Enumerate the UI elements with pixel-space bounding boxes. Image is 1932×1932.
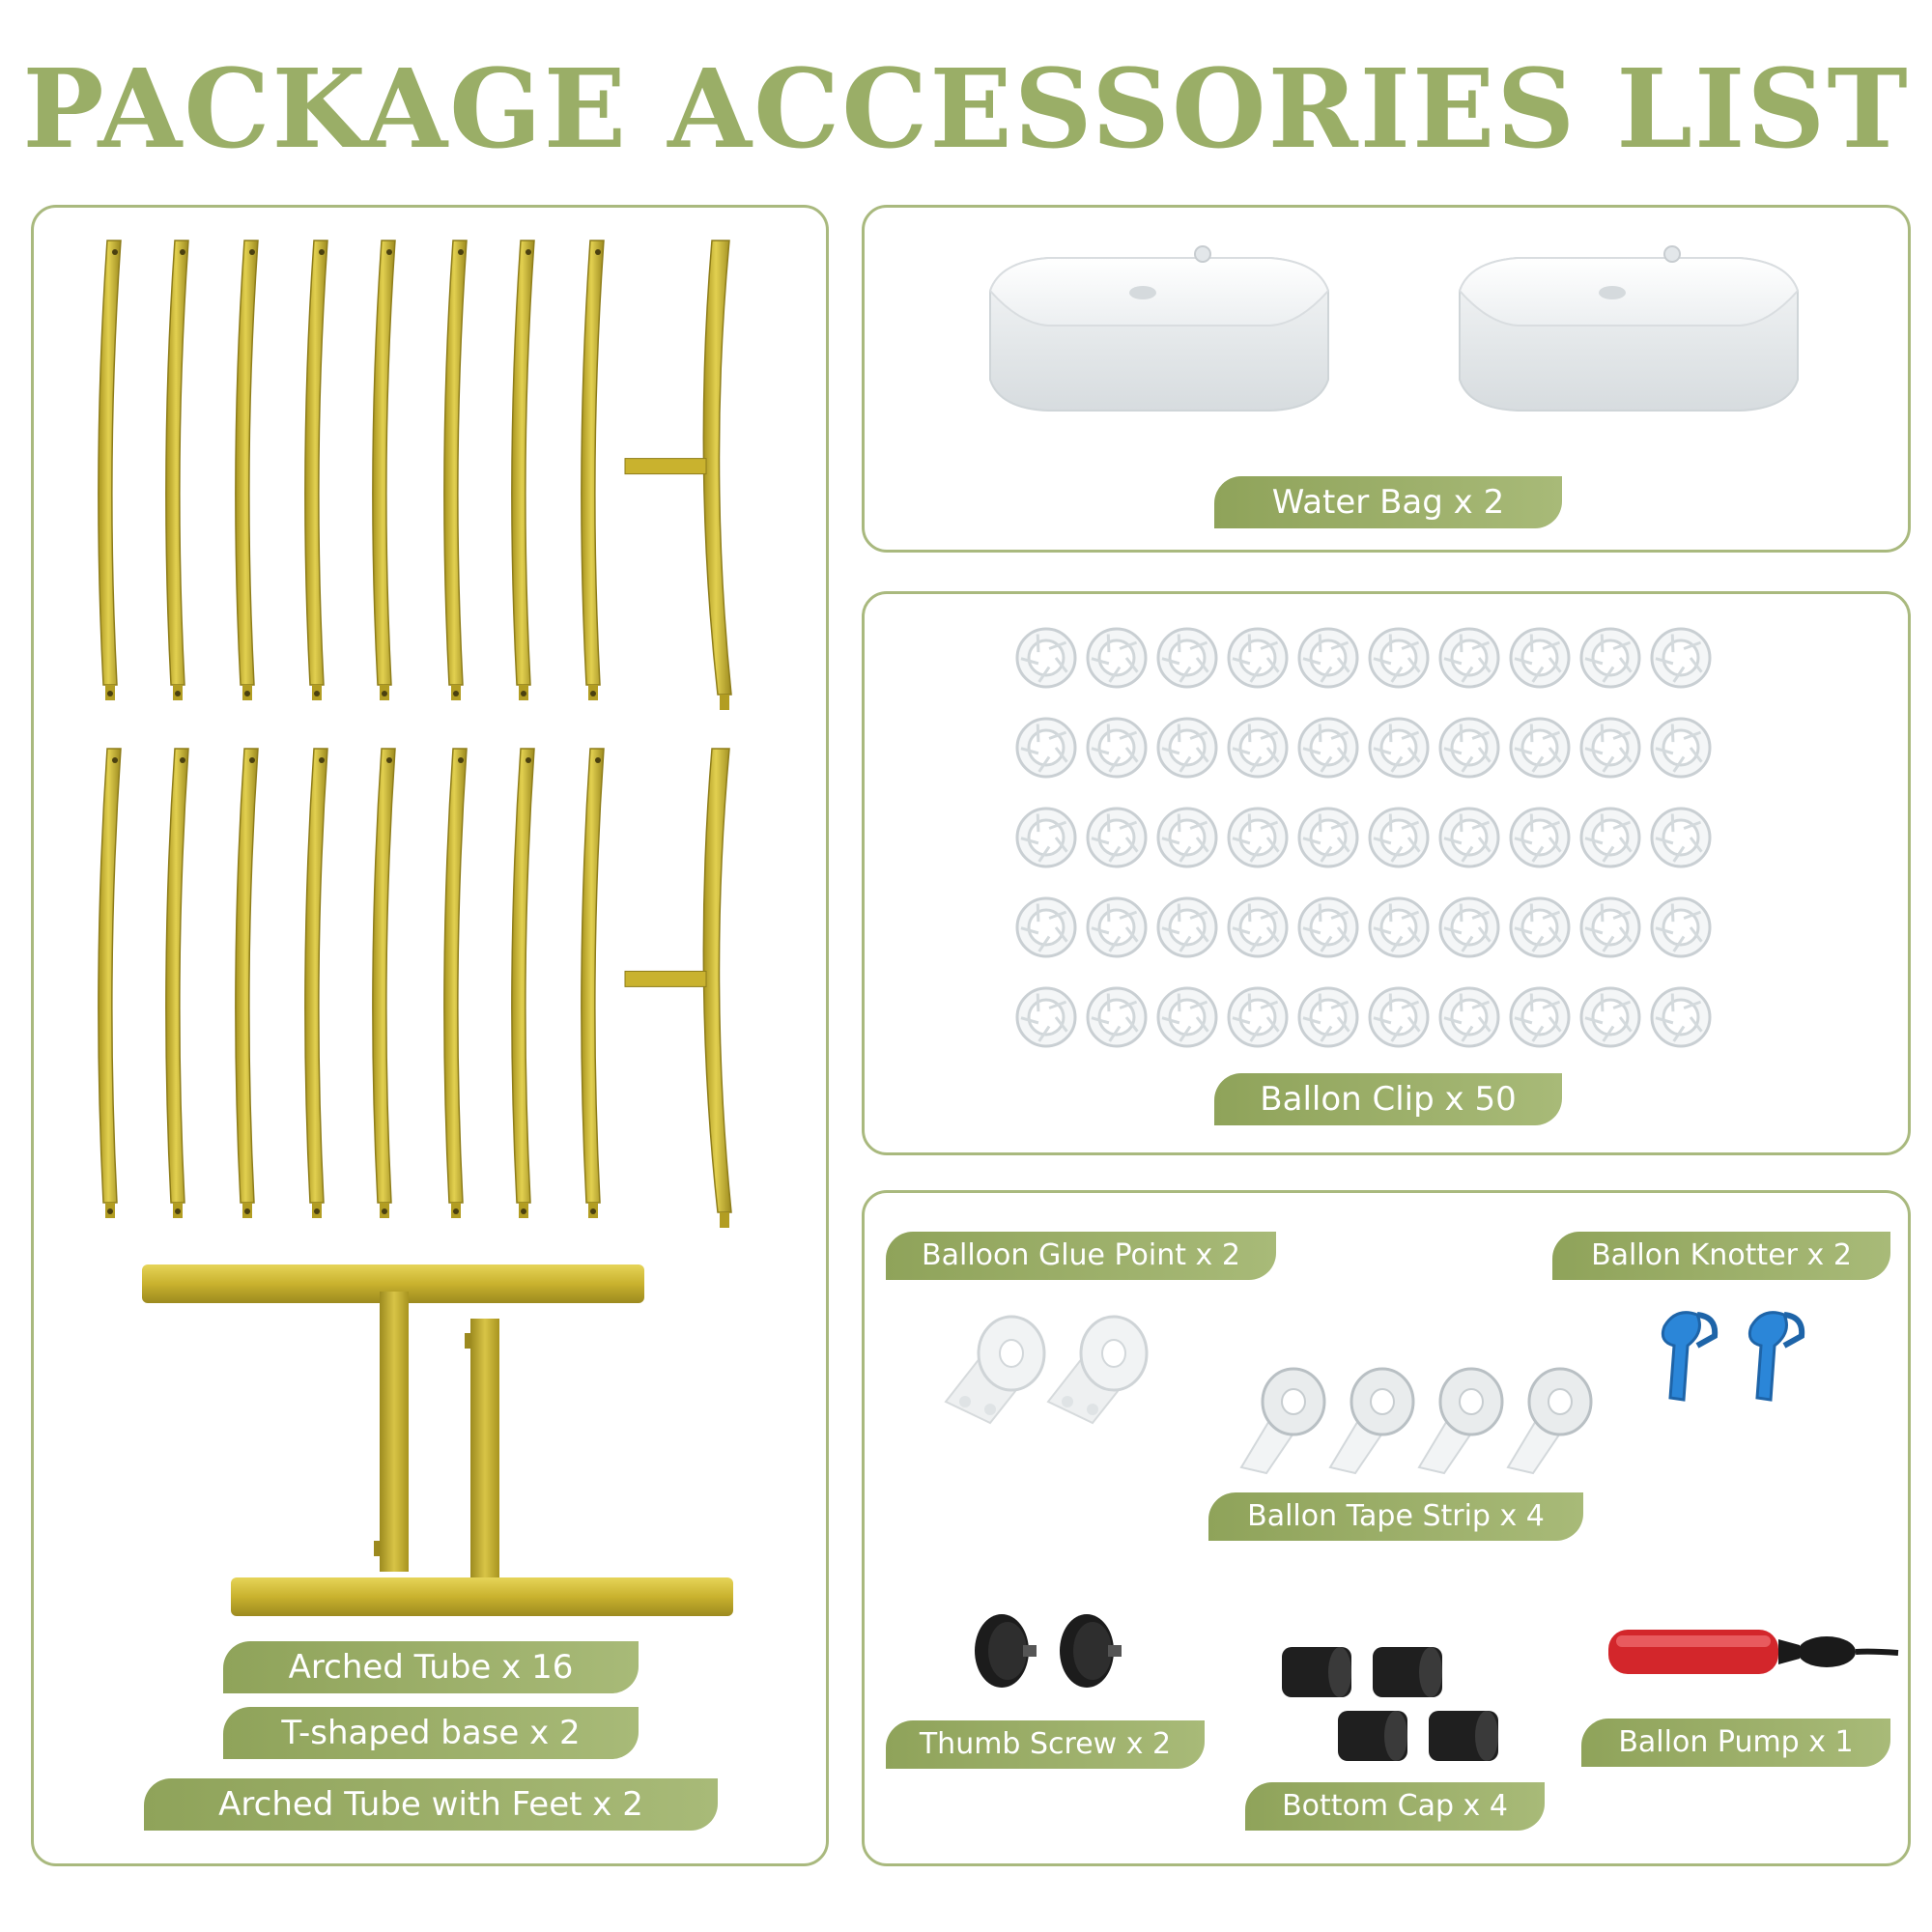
balloon-clip — [1086, 896, 1148, 958]
balloon-clip — [1227, 986, 1289, 1048]
balloon-clip — [1156, 717, 1218, 779]
balloon-clip-panel: Ballon Clip x 50 — [862, 591, 1911, 1155]
balloon-clip — [1368, 717, 1430, 779]
balloon-clip — [1368, 627, 1430, 689]
arched-tube — [511, 240, 535, 700]
balloon-clip — [1015, 896, 1077, 958]
t-shaped-base-label: T-shaped base x 2 — [223, 1707, 639, 1759]
glue-point-icon — [944, 1315, 1149, 1425]
balloon-clip — [1438, 717, 1500, 779]
balloon-clip — [1297, 627, 1359, 689]
arched-tube-with-feet-label: Arched Tube with Feet x 2 — [144, 1778, 718, 1831]
balloon-clip — [1650, 807, 1712, 868]
arched-tube — [443, 240, 468, 700]
balloon-clip — [1438, 896, 1500, 958]
arched-tube — [235, 240, 259, 700]
balloon-clip — [1579, 717, 1641, 779]
balloon-clip — [1650, 627, 1712, 689]
arched-tube-with-feet — [624, 240, 732, 710]
t-shaped-base-illustration — [142, 1264, 733, 1616]
thumb-screw-label: Thumb Screw x 2 — [886, 1720, 1205, 1769]
balloon-clip — [1015, 717, 1077, 779]
balloon-clip — [1015, 807, 1077, 868]
balloon-clip — [1509, 717, 1571, 779]
balloon-clip — [1156, 627, 1218, 689]
arched-tube — [581, 748, 605, 1218]
water-bag-panel: Water Bag x 2 — [862, 205, 1911, 553]
water-bag-icon — [988, 245, 1800, 412]
glue-point-label: Balloon Glue Point x 2 — [886, 1232, 1276, 1280]
arched-tube — [165, 240, 189, 700]
balloon-clip — [1438, 627, 1500, 689]
balloon-clip — [1509, 807, 1571, 868]
arched-tube — [98, 240, 122, 700]
balloon-clip — [1650, 986, 1712, 1048]
arched-tubes-illustration — [98, 240, 732, 1228]
bottom-cap-label: Bottom Cap x 4 — [1245, 1782, 1545, 1831]
balloon-clip — [1156, 807, 1218, 868]
tubes-panel: Arched Tube x 16 T-shaped base x 2 Arche… — [31, 205, 829, 1866]
balloon-clip — [1297, 896, 1359, 958]
balloon-clip — [1509, 627, 1571, 689]
arched-tube — [98, 748, 122, 1218]
arched-tube — [581, 240, 605, 700]
balloon-clip — [1015, 627, 1077, 689]
balloon-clip — [1509, 896, 1571, 958]
balloon-clip — [1227, 807, 1289, 868]
thumb-screw-icon — [975, 1614, 1122, 1688]
balloon-clip — [1579, 807, 1641, 868]
arched-tube-label: Arched Tube x 16 — [223, 1641, 639, 1693]
balloon-clip — [1438, 986, 1500, 1048]
tape-strip-label: Ballon Tape Strip x 4 — [1208, 1492, 1583, 1541]
arched-tube — [304, 748, 328, 1218]
balloon-clips-illustration — [1015, 627, 1712, 1048]
balloon-clip — [1297, 807, 1359, 868]
balloon-clip — [1227, 896, 1289, 958]
bottom-cap-icon — [1282, 1647, 1498, 1761]
arched-tube-with-feet — [624, 748, 732, 1228]
balloon-clip — [1368, 986, 1430, 1048]
balloon-clip — [1086, 627, 1148, 689]
arched-tube — [165, 748, 189, 1218]
water-bag-label: Water Bag x 2 — [1214, 476, 1562, 528]
arched-tube — [372, 748, 396, 1218]
arched-tube — [235, 748, 259, 1218]
balloon-clip — [1579, 986, 1641, 1048]
balloon-clip — [1086, 717, 1148, 779]
balloon-clip — [1156, 896, 1218, 958]
balloon-clip — [1438, 807, 1500, 868]
balloon-clip — [1015, 986, 1077, 1048]
balloon-clip — [1297, 717, 1359, 779]
tape-strip-icon — [1239, 1367, 1593, 1475]
arched-tube — [511, 748, 535, 1218]
balloon-clip — [1297, 986, 1359, 1048]
balloon-clip — [1227, 717, 1289, 779]
balloon-clip — [1368, 807, 1430, 868]
balloon-clip — [1579, 896, 1641, 958]
arched-tube — [372, 240, 396, 700]
balloon-clip — [1086, 986, 1148, 1048]
balloon-clip — [1650, 717, 1712, 779]
knotter-label: Ballon Knotter x 2 — [1552, 1232, 1890, 1280]
balloon-clip — [1368, 896, 1430, 958]
accessories-panel: Balloon Glue Point x 2 Ballon Knotter x … — [862, 1190, 1911, 1866]
balloon-clip — [1509, 986, 1571, 1048]
knotter-icon — [1661, 1311, 1805, 1402]
arched-tube — [304, 240, 328, 700]
arched-tube — [443, 748, 468, 1218]
balloon-pump-label: Ballon Pump x 1 — [1581, 1719, 1890, 1767]
balloon-clip — [1227, 627, 1289, 689]
balloon-clip — [1650, 896, 1712, 958]
balloon-clip — [1579, 627, 1641, 689]
balloon-pump-icon — [1608, 1630, 1899, 1674]
balloon-clip — [1086, 807, 1148, 868]
balloon-clip — [1156, 986, 1218, 1048]
balloon-clip-label: Ballon Clip x 50 — [1214, 1073, 1562, 1125]
page-title: PACKAGE ACCESSORIES LIST — [22, 46, 1910, 173]
